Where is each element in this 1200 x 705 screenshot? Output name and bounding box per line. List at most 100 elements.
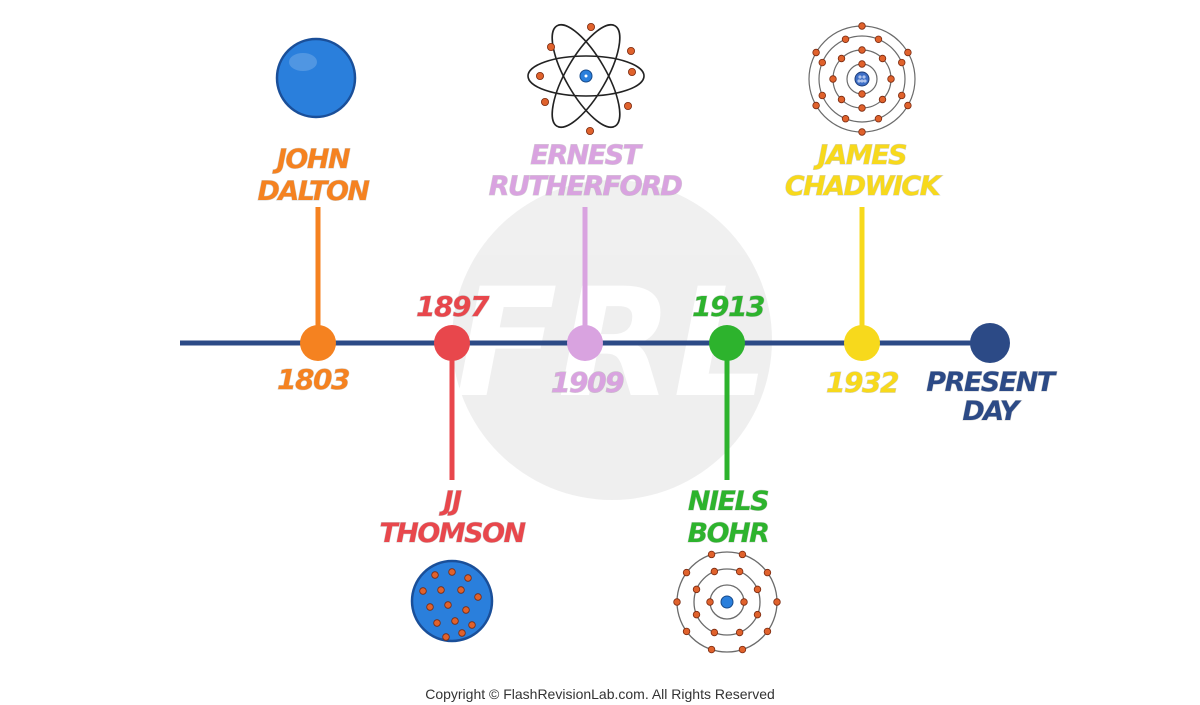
chadwick-year: 1932	[826, 366, 898, 399]
electron	[878, 95, 887, 104]
bohr-year: 1913	[692, 290, 764, 323]
nucleus-highlight	[584, 74, 588, 78]
nucleus	[854, 71, 870, 87]
rutherford-node	[567, 325, 603, 361]
electron	[898, 91, 906, 100]
chadwick-name-line2: CHADWICK	[785, 171, 943, 202]
electron	[442, 633, 450, 641]
electron	[735, 628, 744, 637]
electron	[541, 98, 550, 107]
solid-sphere-icon	[275, 37, 357, 119]
electron	[738, 645, 747, 654]
electron	[431, 571, 439, 579]
electron	[468, 621, 476, 629]
electron	[457, 586, 465, 594]
electron	[707, 645, 716, 654]
electron	[812, 101, 820, 110]
electron	[858, 22, 866, 30]
dalton-name-line1: JOHN	[272, 144, 351, 175]
rutherford-name-line2: RUTHERFORD	[489, 171, 683, 202]
electron	[837, 54, 846, 63]
dalton-node	[300, 325, 336, 361]
electron	[437, 586, 445, 594]
electron	[763, 568, 772, 577]
electron	[818, 58, 826, 67]
dalton-name-line2: DALTON	[257, 176, 370, 207]
electron	[692, 585, 701, 594]
bohr-name-line1: NIELS	[688, 486, 768, 517]
nucleus	[720, 595, 734, 609]
nuclear-atom-icon	[527, 22, 645, 136]
electron	[419, 587, 427, 595]
electron	[829, 75, 837, 83]
bohr-node	[709, 325, 745, 361]
thomson-name-line1: JJ	[438, 486, 462, 517]
electron	[904, 48, 912, 57]
electron	[682, 627, 691, 636]
bohr-shell-icon	[673, 550, 781, 654]
electron	[536, 72, 545, 81]
electron	[451, 617, 459, 625]
electron	[706, 598, 714, 606]
electron	[587, 22, 596, 31]
electron	[858, 60, 866, 68]
bohr-name-line2: BOHR	[688, 518, 769, 549]
nucleon	[863, 79, 867, 83]
nucleon	[860, 79, 864, 83]
thomson-name-line2: THOMSON	[379, 518, 526, 549]
electron	[841, 115, 850, 123]
electron	[738, 550, 747, 559]
electron	[586, 127, 595, 136]
electron	[858, 90, 866, 98]
electron	[444, 601, 452, 609]
chadwick-name-line1: JAMES	[813, 140, 906, 171]
nucleon	[857, 79, 861, 83]
electron	[462, 606, 470, 614]
present-day-line2: DAY	[962, 396, 1021, 427]
electron	[858, 104, 866, 112]
electron	[735, 567, 744, 576]
thomson-year: 1897	[416, 290, 490, 323]
electron	[904, 101, 912, 110]
electron	[426, 603, 434, 611]
electron	[710, 628, 719, 637]
present-day-node	[970, 323, 1010, 363]
present-day-line1: PRESENT	[926, 367, 1058, 398]
plum-pudding-icon	[410, 559, 494, 643]
electron	[858, 128, 866, 136]
orbit-ring	[818, 35, 906, 123]
dalton-year: 1803	[277, 363, 349, 396]
electron	[448, 568, 456, 576]
electron	[874, 35, 883, 43]
nucleon	[858, 75, 862, 79]
electron	[673, 598, 681, 606]
electron	[682, 568, 691, 577]
electron	[474, 593, 482, 601]
neutron-atom-icon	[808, 22, 916, 136]
copyright-notice: Copyright © FlashRevisionLab.com. All Ri…	[425, 686, 775, 702]
chadwick-node	[844, 325, 880, 361]
electron	[878, 54, 887, 63]
electron	[707, 550, 716, 559]
nucleon	[862, 75, 866, 79]
rutherford-year: 1909	[551, 366, 624, 399]
electron	[858, 46, 866, 54]
electron	[874, 115, 883, 123]
electron	[464, 574, 472, 582]
orbit-ring	[693, 568, 761, 636]
electron	[837, 95, 846, 104]
thomson-node	[434, 325, 470, 361]
electron	[547, 43, 556, 52]
electron	[898, 58, 906, 67]
electron	[753, 585, 762, 594]
electron	[692, 610, 701, 619]
electron	[740, 598, 748, 606]
electron	[812, 48, 820, 57]
electron	[433, 619, 441, 627]
rutherford-name-line1: ERNEST	[530, 140, 643, 171]
electron	[627, 47, 636, 56]
electron	[773, 598, 781, 606]
electron	[710, 567, 719, 576]
electron	[887, 75, 895, 83]
